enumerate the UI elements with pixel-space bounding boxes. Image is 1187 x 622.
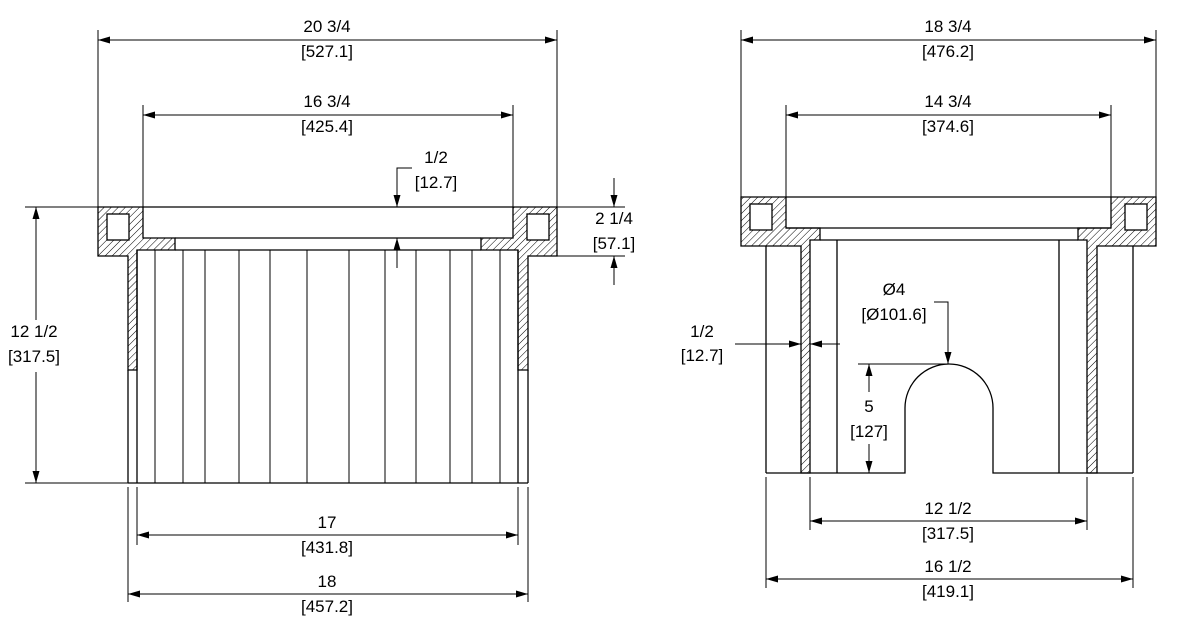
- right-pipe-diameter-metric: [Ø101.6]: [861, 305, 926, 324]
- dim-right-inner-width: 14 3/4 [374.6]: [785, 92, 1112, 197]
- right-overall-width-imperial: 18 3/4: [924, 17, 971, 36]
- dim-right-overall-width: 18 3/4 [476.2]: [740, 17, 1157, 197]
- dim-left-body-outer: 18 [457.2]: [127, 487, 529, 616]
- right-view: 18 3/4 [476.2] 14 3/4 [374.6] 1/2 [12.7]: [681, 17, 1157, 601]
- dim-right-body-outer: 16 1/2 [419.1]: [765, 477, 1134, 601]
- left-body: [127, 250, 529, 484]
- left-overall-width-imperial: 20 3/4: [303, 17, 350, 36]
- right-body-inner-metric: [317.5]: [922, 524, 974, 543]
- left-inner-width-metric: [425.4]: [301, 117, 353, 136]
- left-body-outer-metric: [457.2]: [301, 597, 353, 616]
- left-flange-height-imperial: 2 1/4: [595, 209, 633, 228]
- right-body-outer-metric: [419.1]: [922, 582, 974, 601]
- right-frame: [740, 196, 1157, 474]
- right-body-outer-imperial: 16 1/2: [924, 557, 971, 576]
- dim-left-body-inner: 17 [431.8]: [136, 487, 519, 557]
- left-flange-height-metric: [57.1]: [593, 234, 636, 253]
- right-inner-width-imperial: 14 3/4: [924, 92, 971, 111]
- right-overall-width-metric: [476.2]: [922, 42, 974, 61]
- right-pipe-height-metric: [127]: [850, 422, 888, 441]
- dim-left-inner-width: 16 3/4 [425.4]: [142, 92, 514, 207]
- left-overall-width-metric: [527.1]: [301, 42, 353, 61]
- dim-right-pipe-height: 5 [127]: [850, 363, 948, 473]
- right-wall-metric: [12.7]: [681, 346, 724, 365]
- dim-right-wall-thickness: 1/2 [12.7]: [681, 322, 840, 365]
- left-grate-metric: [12.7]: [415, 173, 458, 192]
- left-view: 20 3/4 [527.1] 16 3/4 [425.4] 1/2 [12.7]: [8, 17, 635, 616]
- dim-left-overall-width: 20 3/4 [527.1]: [97, 17, 558, 207]
- left-overall-height-metric: [317.5]: [8, 347, 60, 366]
- dim-right-pipe-diameter: Ø4 [Ø101.6]: [861, 280, 952, 364]
- dim-left-grate-thickness: 1/2 [12.7]: [393, 148, 458, 268]
- left-overall-height-imperial: 12 1/2: [10, 322, 57, 341]
- dim-right-body-inner: 12 1/2 [317.5]: [809, 477, 1088, 543]
- dim-left-overall-height: 12 1/2 [317.5]: [8, 206, 128, 484]
- right-inner-width-metric: [374.6]: [922, 117, 974, 136]
- left-body-inner-metric: [431.8]: [301, 538, 353, 557]
- left-frame: [97, 206, 558, 371]
- right-body: [765, 240, 1134, 474]
- dim-left-flange-height: 2 1/4 [57.1]: [557, 178, 635, 285]
- left-inner-width-imperial: 16 3/4: [303, 92, 350, 111]
- right-body-inner-imperial: 12 1/2: [924, 499, 971, 518]
- right-pipe-diameter-imperial: Ø4: [883, 280, 906, 299]
- left-body-inner-imperial: 17: [318, 513, 337, 532]
- left-grate-imperial: 1/2: [424, 148, 448, 167]
- right-pipe-height-imperial: 5: [864, 397, 873, 416]
- right-wall-imperial: 1/2: [690, 322, 714, 341]
- left-body-outer-imperial: 18: [318, 572, 337, 591]
